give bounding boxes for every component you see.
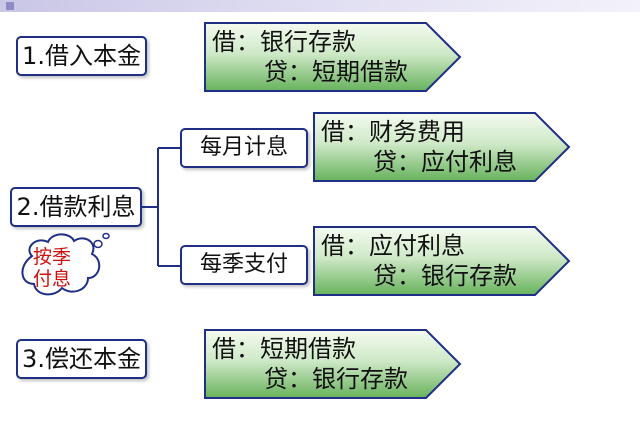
step-3-credit: 贷：银行存款 (264, 365, 408, 393)
step-1-entry-arrow: 借：银行存款 贷：短期借款 (204, 22, 462, 92)
branch-monthly-entry-arrow: 借：财务费用 贷：应付利息 (313, 112, 571, 182)
thought-line-2: 付息 (32, 268, 71, 290)
step-1-debit: 借：银行存款 (212, 28, 356, 56)
branch-monthly-arrow-shape (313, 112, 571, 182)
thought-line-1: 按季 (32, 246, 71, 268)
branch-monthly-box: 每月计息 (180, 128, 308, 168)
branch-monthly-label: 每月计息 (199, 135, 288, 160)
branch-quarterly-box: 每季支付 (180, 245, 308, 285)
step-3-arrow-shape (204, 329, 462, 399)
slide-top-bar-marker (6, 2, 14, 10)
step-1-credit: 贷：短期借款 (264, 58, 408, 86)
step-2-box: 2.借款利息 (10, 187, 142, 227)
branch-quarterly-credit: 贷：银行存款 (373, 262, 517, 290)
step-2-label: 2.借款利息 (16, 193, 136, 221)
slide-top-bar (0, 0, 640, 12)
branch-monthly-debit: 借：财务费用 (321, 118, 465, 146)
step-1-arrow-shape (204, 22, 462, 92)
branch-quarterly-arrow-shape (313, 226, 571, 296)
step-3-label: 3.偿还本金 (22, 345, 141, 373)
step-3-entry-arrow: 借：短期借款 贷：银行存款 (204, 329, 462, 399)
branch-quarterly-label: 每季支付 (199, 252, 288, 277)
step-1-box: 1.借入本金 (16, 36, 147, 76)
step-3-debit: 借：短期借款 (212, 335, 356, 363)
step-1-label: 1.借入本金 (22, 42, 141, 70)
step-3-box: 3.偿还本金 (16, 339, 147, 379)
thought-bubble-text: 按季 付息 (22, 246, 82, 290)
branch-quarterly-entry-arrow: 借：应付利息 贷：银行存款 (313, 226, 571, 296)
branch-quarterly-debit: 借：应付利息 (321, 232, 465, 260)
branch-monthly-credit: 贷：应付利息 (373, 148, 517, 176)
thought-bubble-icon (21, 232, 110, 296)
